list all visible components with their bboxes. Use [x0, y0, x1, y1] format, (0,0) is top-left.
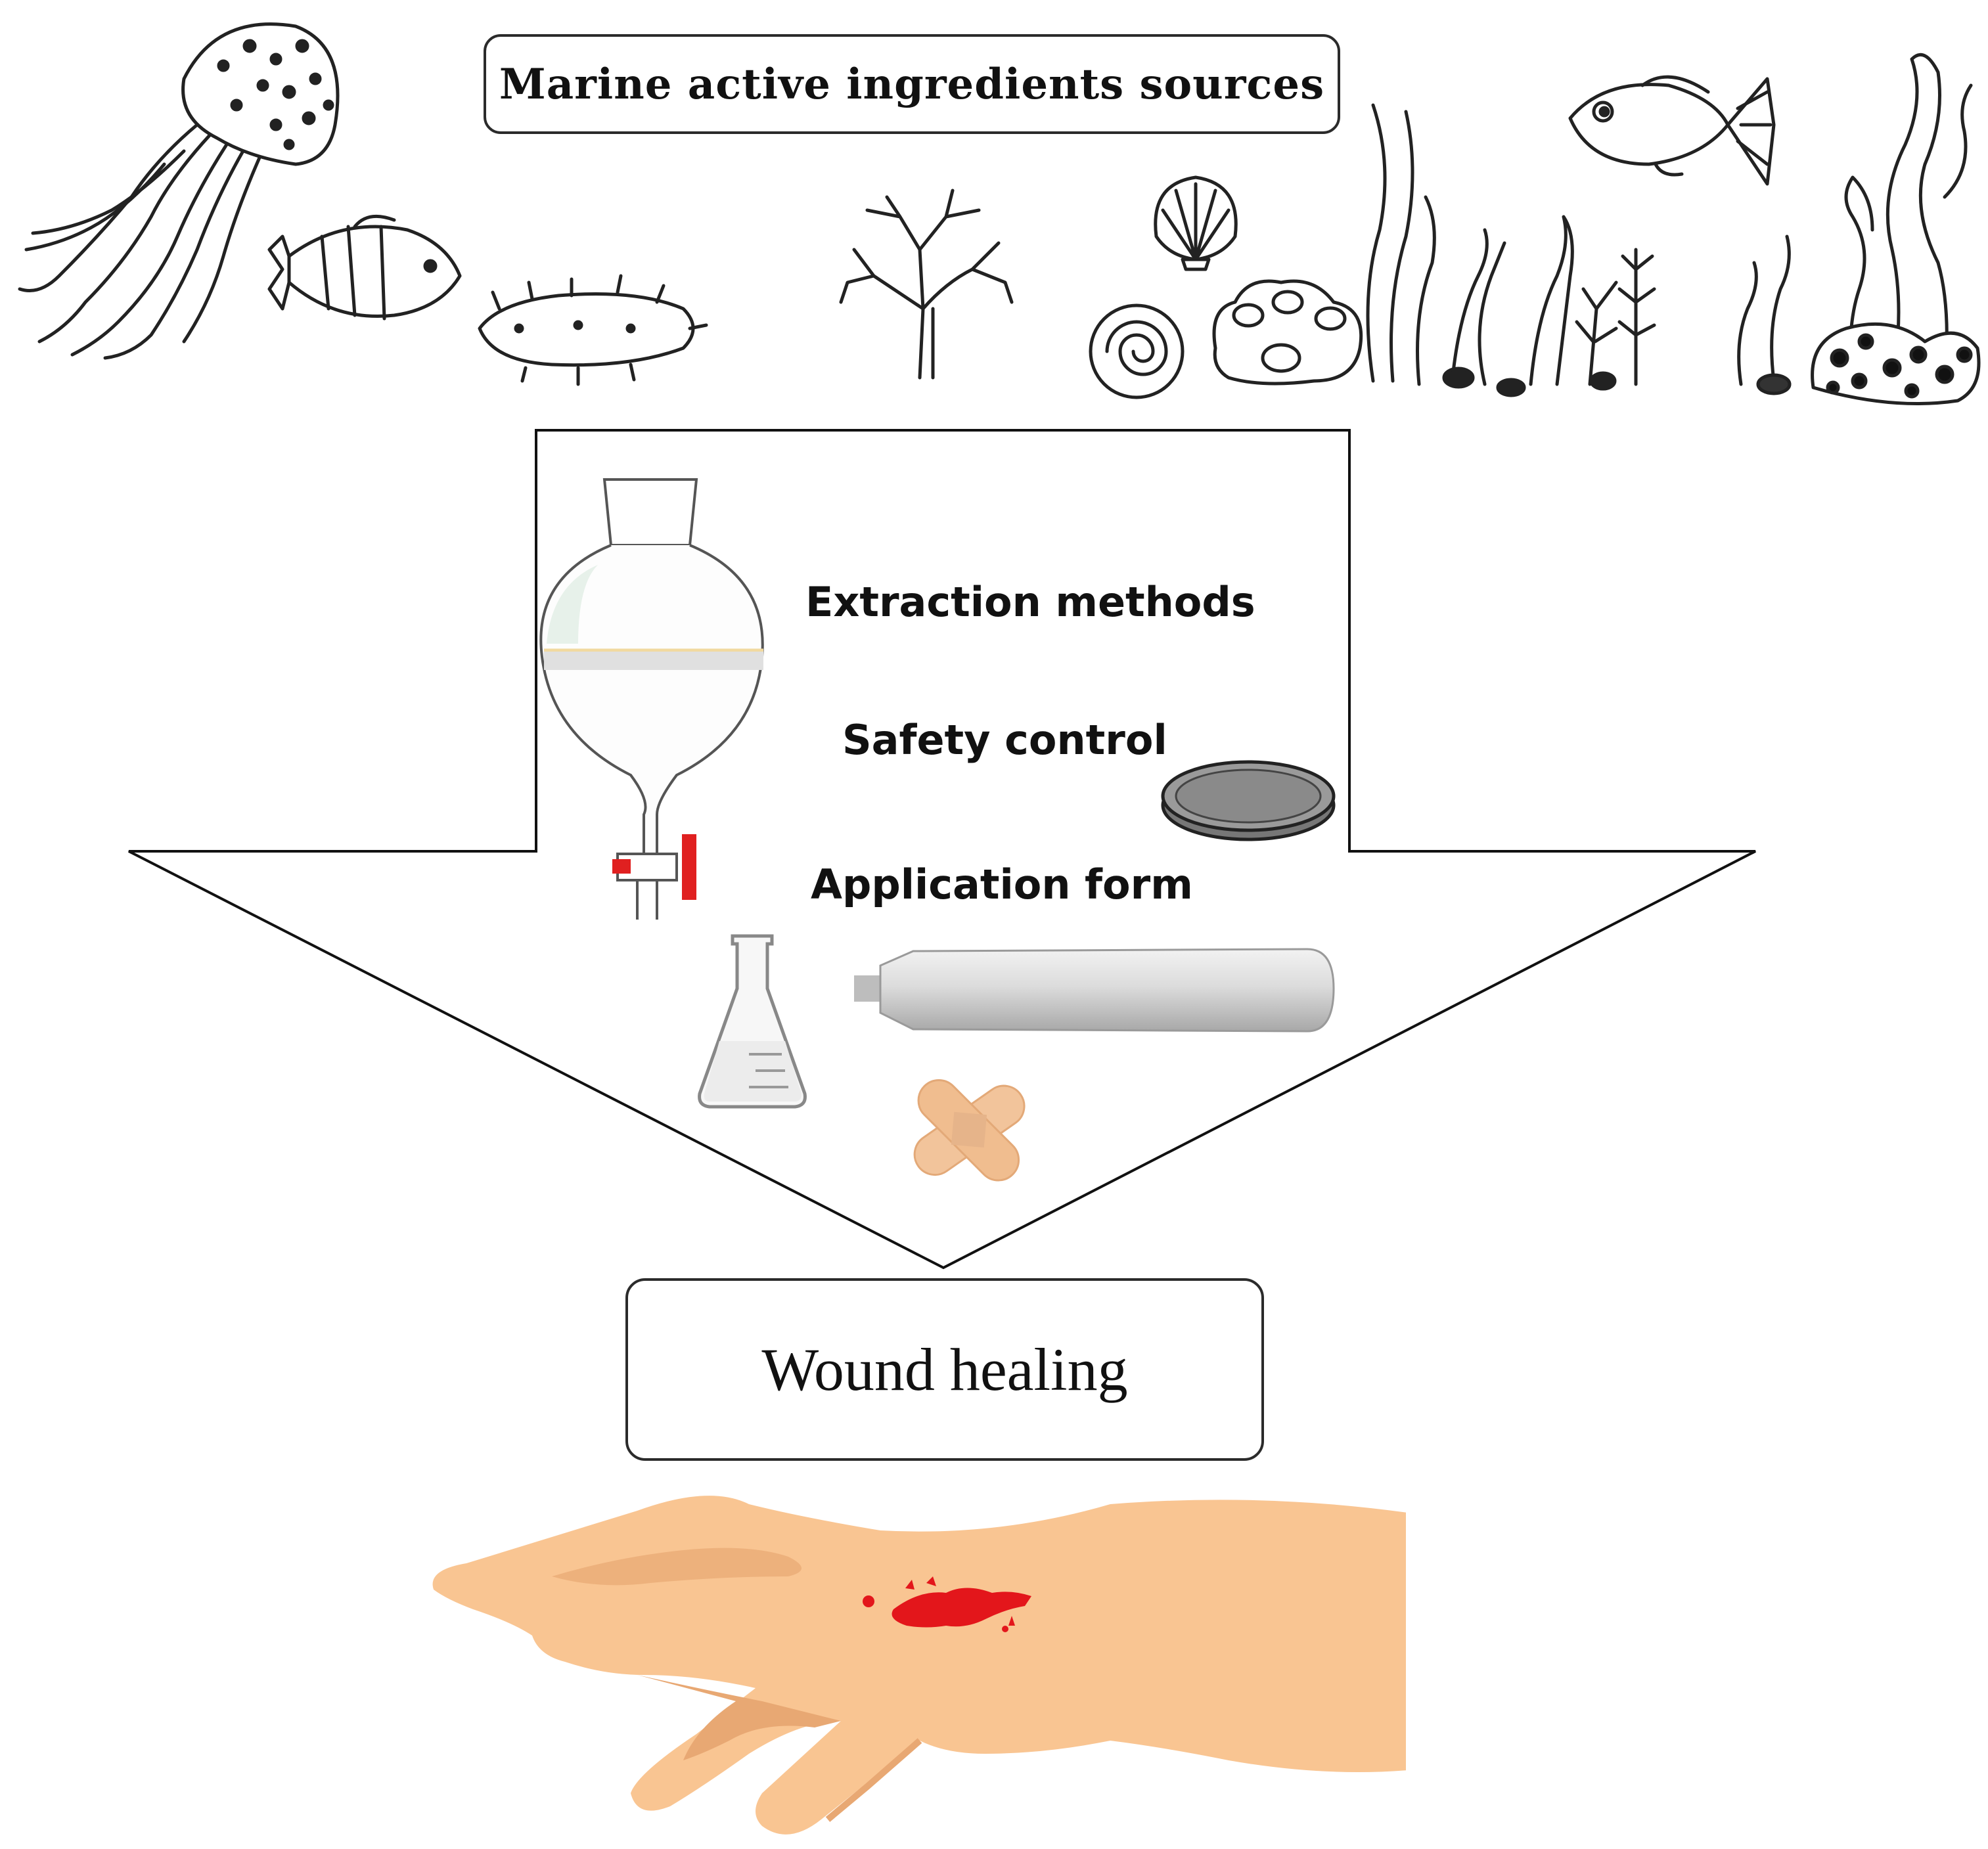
marine-illustrations — [18, 22, 1981, 405]
coral-icon — [839, 189, 1014, 380]
sponge-icon — [1212, 279, 1363, 386]
petri-dish-icon — [1161, 760, 1336, 841]
sea-cucumber-icon — [478, 274, 708, 386]
dotted-rock-icon — [1811, 322, 1981, 405]
application-form-label: Application form — [811, 860, 1193, 908]
extraction-methods-label: Extraction methods — [805, 578, 1255, 626]
wound-healing-text: Wound healing — [761, 1336, 1128, 1403]
separatory-funnel-icon — [539, 478, 764, 920]
jellyfish-icon — [18, 22, 340, 360]
plaster-icon — [913, 1079, 1026, 1182]
shell-icon — [1089, 175, 1238, 399]
flask-icon — [698, 934, 807, 1109]
safety-control-label: Safety control — [842, 716, 1167, 764]
tube-icon — [854, 948, 1335, 1033]
wound-icon — [863, 1576, 1031, 1632]
arm-icon — [432, 1496, 1406, 1835]
striped-fish-icon — [267, 214, 462, 321]
title-box: Marine active ingredients sources — [484, 34, 1340, 134]
title-text: Marine active ingredients sources — [499, 59, 1325, 109]
seaweed-icon — [1737, 53, 1973, 386]
fish-icon — [1568, 75, 1776, 186]
wound-healing-box: Wound healing — [625, 1278, 1264, 1461]
seagrass-icon — [1366, 103, 1656, 386]
